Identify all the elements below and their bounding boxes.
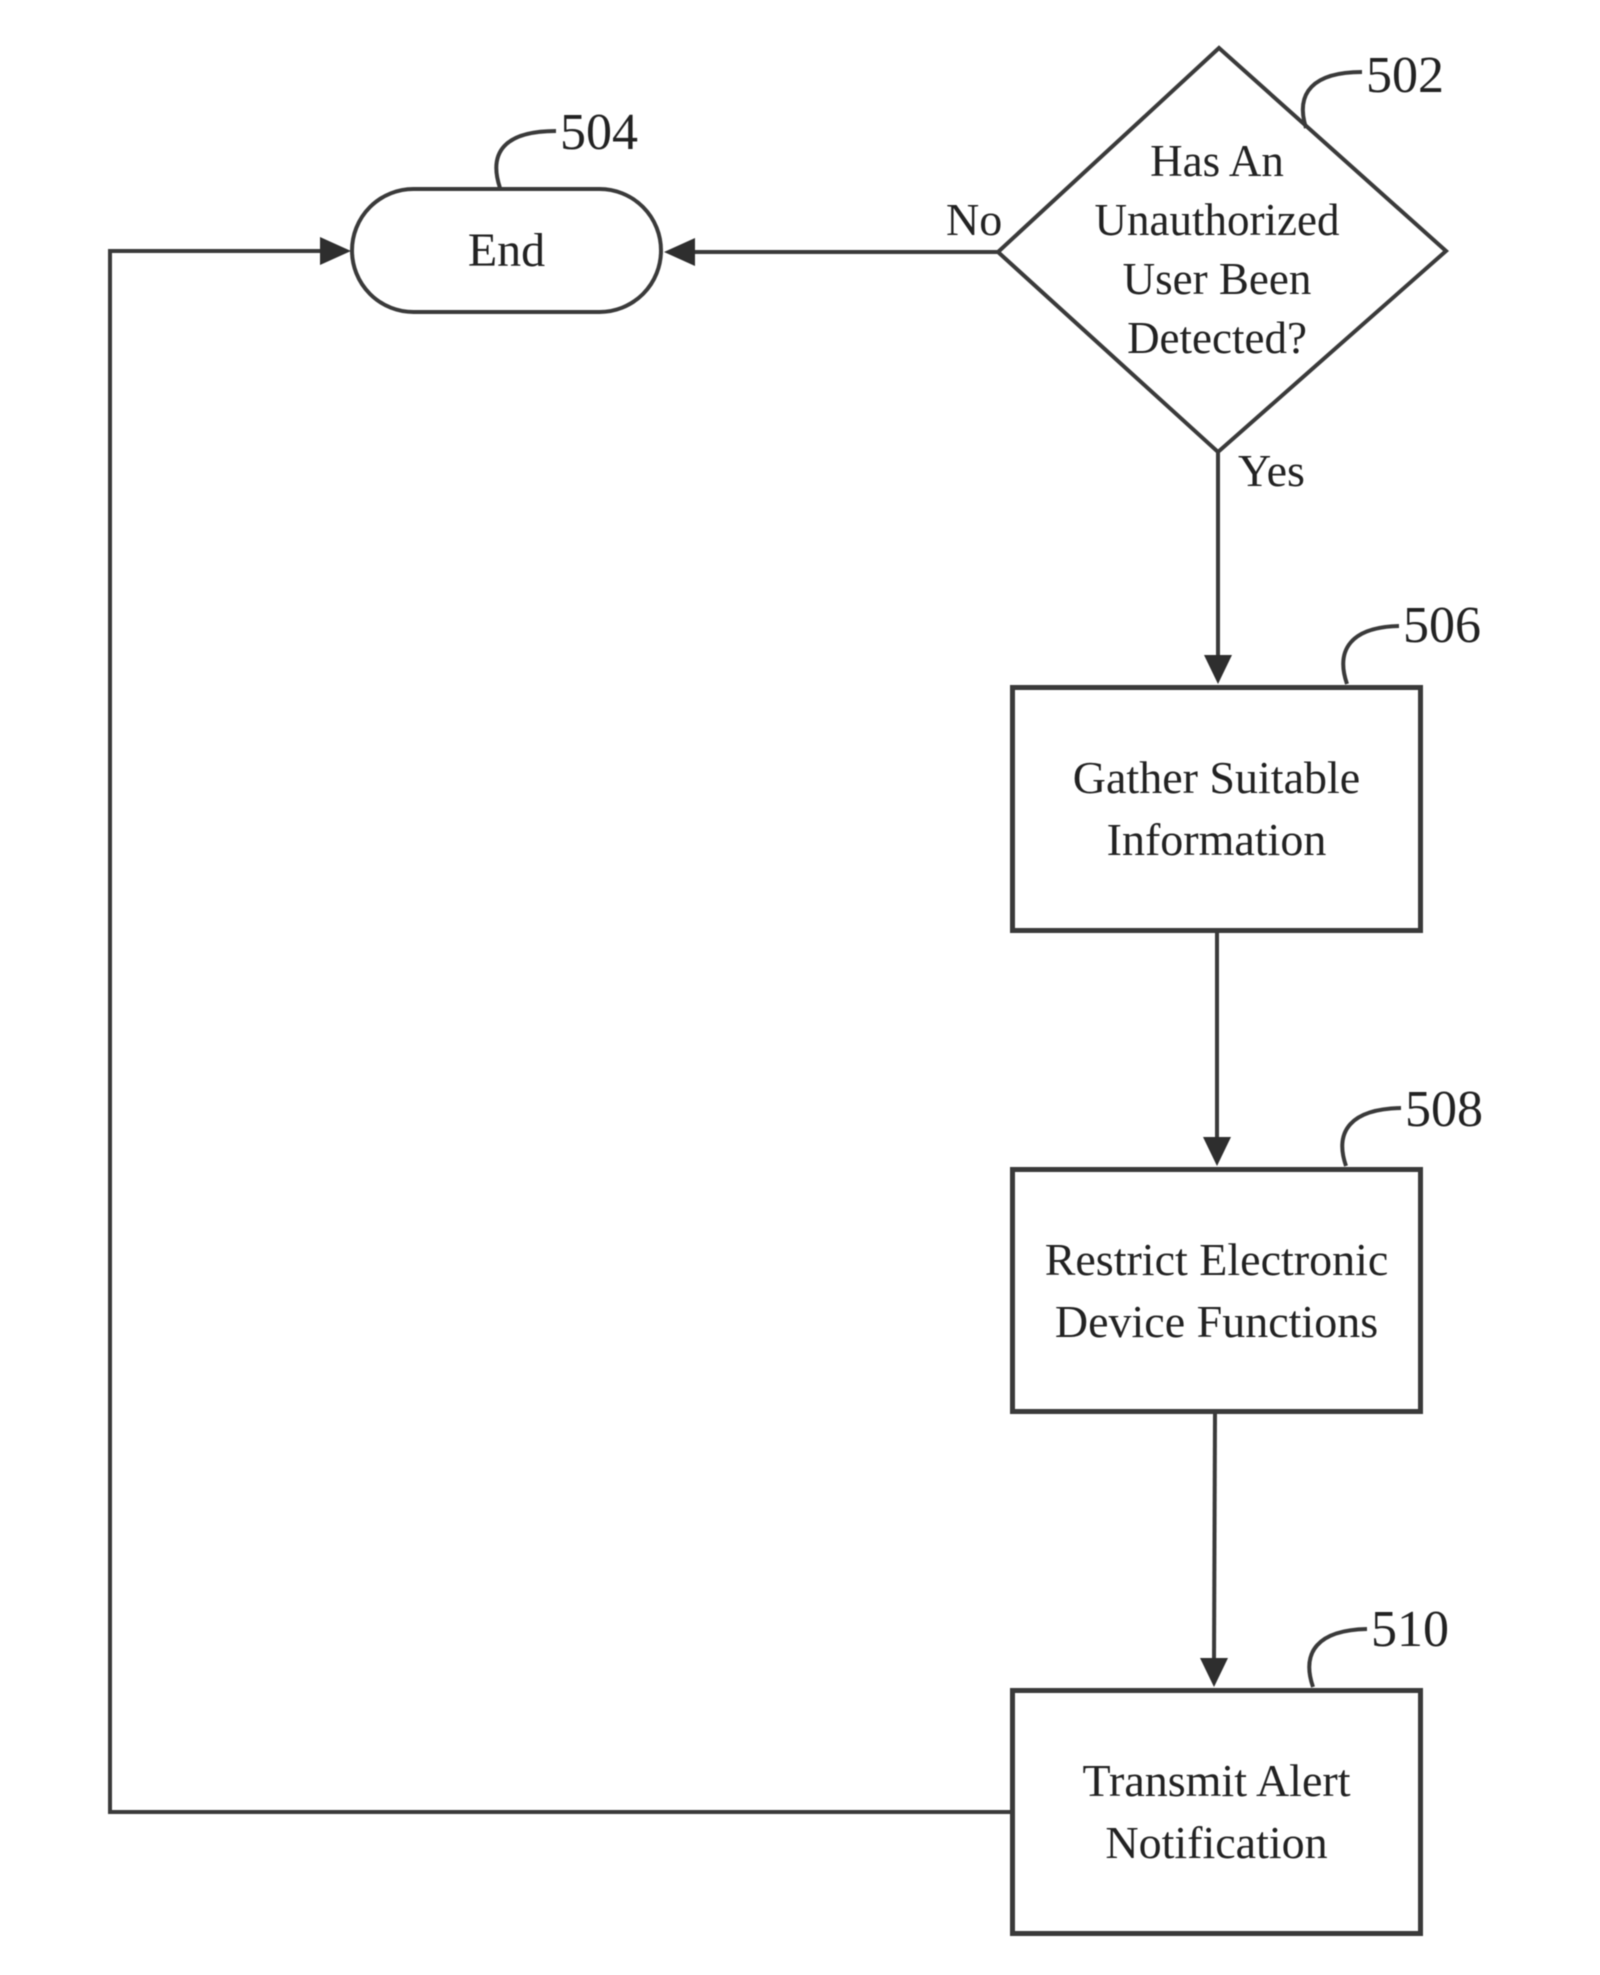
arrowhead-no-into-end [664,238,695,266]
leader-504 [494,129,557,189]
connector-restrict-to-transmit [1212,1412,1217,1662]
no-branch-label: No [946,194,1003,245]
process-box-transmit-alert: Transmit Alert Notification [1010,1688,1423,1936]
ref-label-502: 502 [1366,47,1444,104]
ref-label-510: 510 [1371,1601,1449,1658]
connector-feedback-loop [108,249,1010,1814]
leader-510 [1307,1627,1368,1688]
process-box-gather-information: Gather Suitable Information [1010,685,1423,933]
leader-506 [1341,624,1400,685]
ref-label-504: 504 [560,104,638,161]
process-box-restrict-functions: Restrict Electronic Device Functions [1010,1167,1423,1414]
arrowhead-into-restrict [1203,1137,1231,1166]
leader-502 [1300,70,1363,129]
arrowhead-into-transmit [1200,1658,1228,1687]
yes-branch-label: Yes [1238,445,1305,496]
leader-508 [1340,1106,1402,1167]
ref-label-506: 506 [1403,597,1481,654]
ref-label-508: 508 [1405,1081,1483,1138]
end-node: End [350,187,663,314]
arrowhead-yes-into-gather [1204,655,1232,684]
arrowhead-feedback-into-end [320,237,351,265]
decision-label: Has An Unauthorized User Been Detected? [1094,136,1340,363]
